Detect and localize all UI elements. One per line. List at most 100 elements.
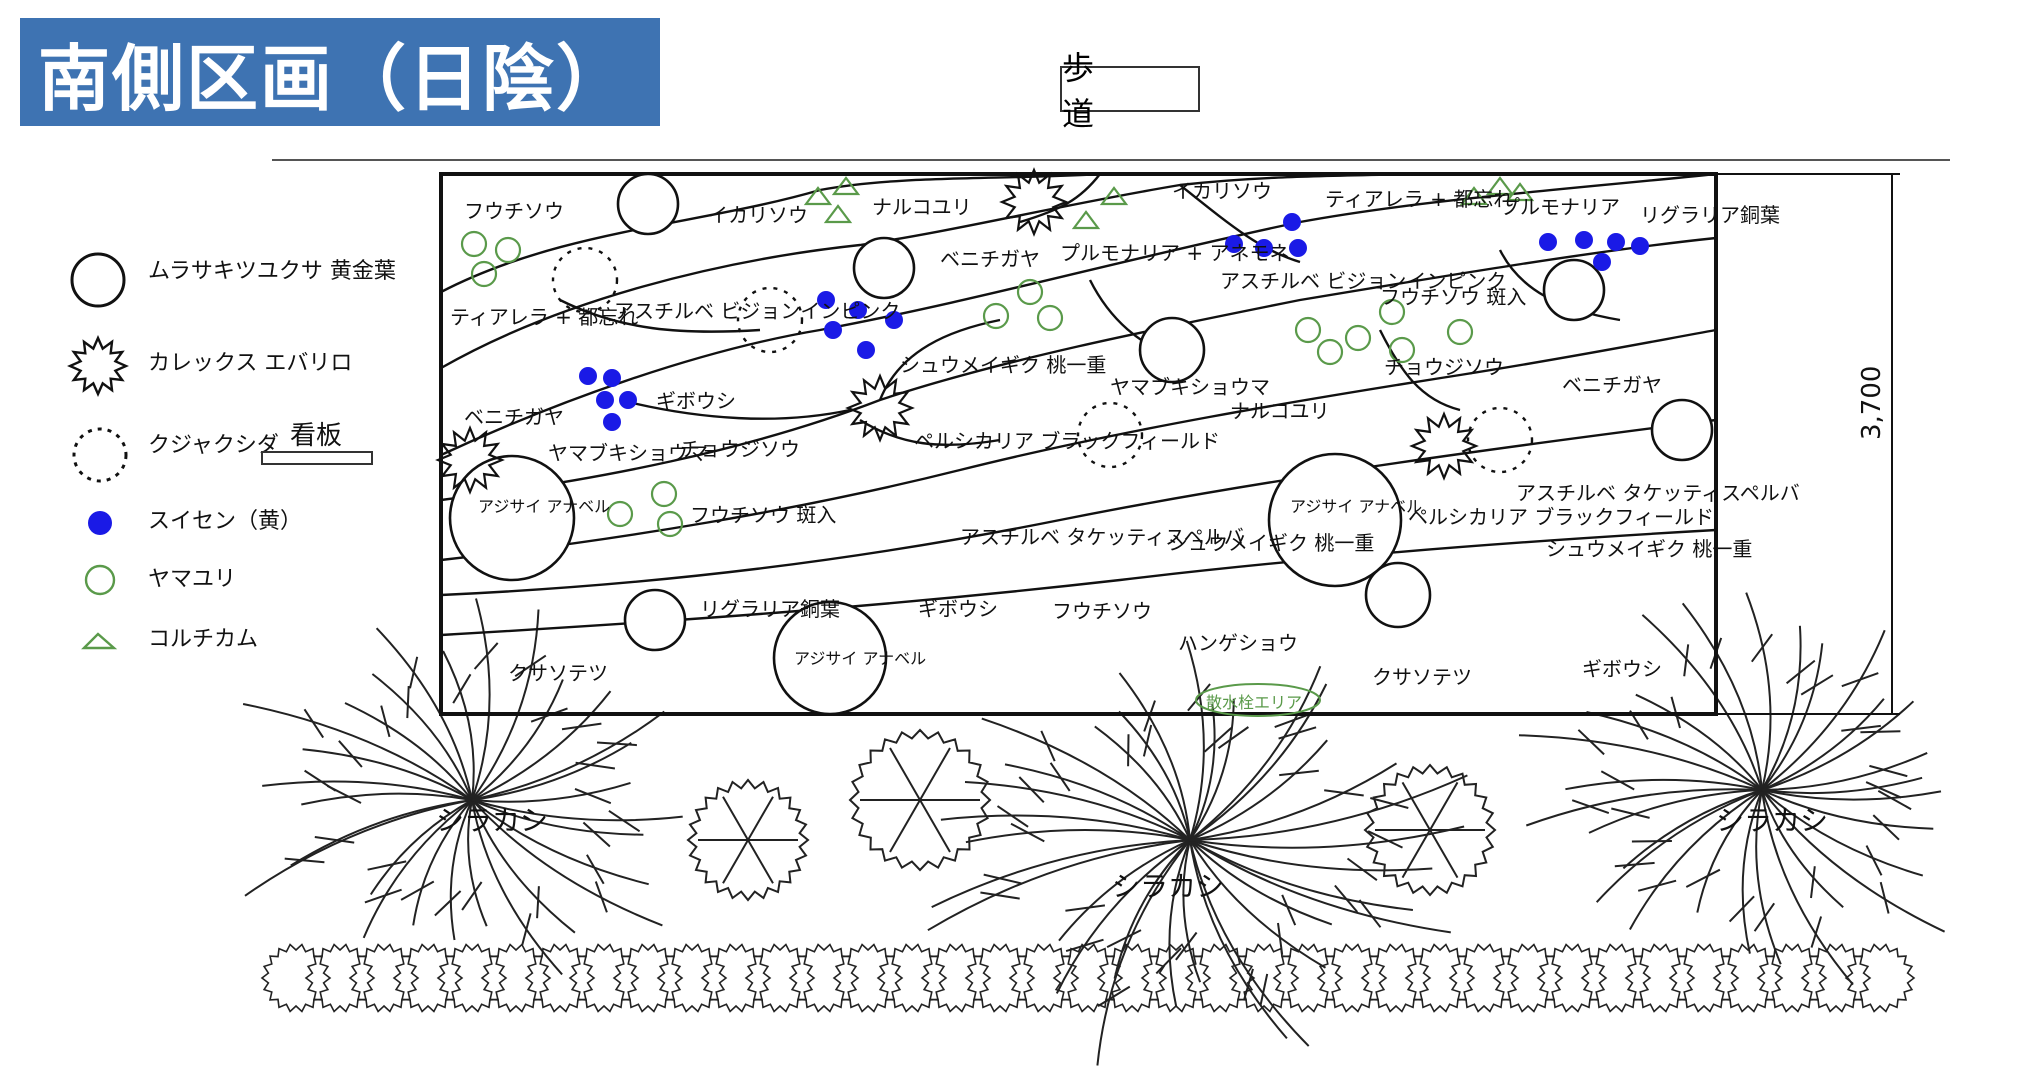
plant-label: ヤマブキショウマ: [548, 441, 708, 465]
tree-branch: [1745, 592, 1772, 791]
carex-spiky-icon: [845, 373, 915, 443]
tree-branch: [1629, 789, 1763, 930]
tree-branch: [471, 799, 576, 934]
legend-spiky-icon: [67, 335, 129, 397]
sign-icon: [261, 451, 373, 465]
tree-branch: [471, 690, 612, 801]
lily-circle: [1378, 298, 1406, 326]
tree-branch: [931, 839, 1191, 908]
tree-twig: [1018, 776, 1045, 803]
tree-twig: [304, 769, 337, 792]
tree-twig: [1841, 724, 1881, 732]
hedge-shrub: [1008, 943, 1080, 1013]
tree-label: シラカシ: [436, 804, 548, 837]
tree-twig: [1800, 674, 1834, 696]
plant-label: アスチルベ ビジョンインピンク: [1220, 269, 1506, 293]
colchicum-triangle: [1459, 186, 1489, 206]
lily-circle: [650, 480, 678, 508]
daffodil-dot: [817, 291, 835, 309]
tree-branch: [1189, 762, 1398, 841]
colchicum-triangle: [1071, 210, 1101, 230]
tree-branch: [1189, 774, 1468, 841]
plant-label: ハンゲショウ: [1178, 631, 1298, 655]
shrub-branch: [747, 839, 774, 884]
lily-circle: [1036, 304, 1064, 332]
tree-branch: [1761, 698, 1885, 791]
legend-dashed-circle-icon: [72, 427, 128, 483]
murasaki-circle: [1650, 398, 1714, 462]
tree-branch: [1761, 789, 1934, 830]
plant-label: ベニチガヤ: [940, 247, 1040, 271]
legend-green-triangle-icon: [81, 632, 118, 650]
tree-branch: [471, 799, 683, 822]
tree-twig: [1065, 904, 1106, 912]
tree-twig: [1865, 781, 1902, 799]
tree-branch: [1761, 789, 1942, 801]
tree-branch: [1622, 789, 1763, 870]
daffodil-dot: [1283, 213, 1301, 231]
tree-branch: [1055, 839, 1191, 994]
shrub-outline: [686, 778, 810, 902]
plant-label: ギボウシ: [656, 389, 736, 413]
tree-twig: [521, 913, 532, 945]
colchicum-triangles: [803, 176, 1535, 230]
tree-branch: [1761, 625, 1802, 791]
tree-twig: [561, 722, 602, 731]
tree-twig: [594, 881, 608, 913]
tree-branch: [981, 717, 1191, 841]
tree-twig: [575, 761, 616, 770]
dimension-line: [1716, 173, 1900, 715]
tree-twig: [314, 836, 355, 844]
tree-branch: [1595, 789, 1763, 903]
tree-branch: [1185, 640, 1205, 841]
tree-twig: [1611, 807, 1650, 819]
plant-label: アジサイ アナベル: [478, 497, 610, 516]
plant-label: リグラリア銅葉: [1640, 203, 1780, 227]
daffodil-dot: [619, 391, 637, 409]
hedge-shrub: [1580, 943, 1652, 1013]
murasaki-circle: [1364, 561, 1432, 629]
tree-twig: [1614, 861, 1655, 868]
hedge-shrub: [1052, 943, 1124, 1013]
murasaki-circle: [623, 588, 687, 652]
tree-twig: [1877, 790, 1912, 811]
plant-label: ナルコユリ: [1230, 399, 1330, 423]
plant-label: フウチソウ 斑入: [690, 503, 836, 527]
tree-twig: [1750, 633, 1774, 663]
hedge-shrub: [1756, 943, 1828, 1013]
carex-spiky-icon: [435, 425, 505, 495]
tree-twig: [536, 886, 540, 919]
faucet-area-label: 散水栓エリア: [1206, 693, 1302, 712]
tree-twig: [1155, 947, 1182, 975]
hedge-shrub: [1316, 943, 1388, 1013]
tree-twig: [1810, 866, 1816, 899]
plant-label: アスチルベ タケッティスペルバ: [1516, 481, 1800, 505]
tree-branch: [290, 799, 473, 867]
colchicum-triangle: [831, 176, 861, 196]
tree-branch: [1189, 739, 1328, 841]
hedge-shrub: [1492, 943, 1564, 1013]
plant-label: アジサイ アナベル: [1290, 497, 1422, 516]
tree-twig: [996, 805, 1029, 828]
lily-circle: [1344, 324, 1372, 352]
legend-label-0: ムラサキツユクサ 黄金葉: [148, 259, 396, 284]
tree-twig: [1810, 916, 1823, 948]
hedge-shrub: [700, 943, 772, 1013]
plant-label: シュウメイギク 桃一重: [900, 353, 1106, 377]
tree-branch: [1094, 725, 1191, 841]
lily-circle: [656, 510, 684, 538]
tree-twig: [1175, 931, 1198, 961]
tree-branch: [1189, 698, 1235, 841]
tree-branch: [1189, 839, 1327, 969]
lily-circles: [460, 230, 1474, 538]
tree-twig: [1049, 762, 1071, 792]
plant-label: フウチソウ 斑入: [1380, 285, 1526, 309]
tree-twig: [1860, 730, 1901, 734]
hedge-shrub: [524, 943, 596, 1013]
hedge-shrub: [1712, 943, 1784, 1013]
plant-label: クサソテツ: [508, 661, 608, 685]
daffodil-dot: [596, 391, 614, 409]
tree-branch: [471, 799, 563, 976]
tree-twig: [1367, 830, 1403, 849]
tree-twig: [574, 787, 612, 805]
